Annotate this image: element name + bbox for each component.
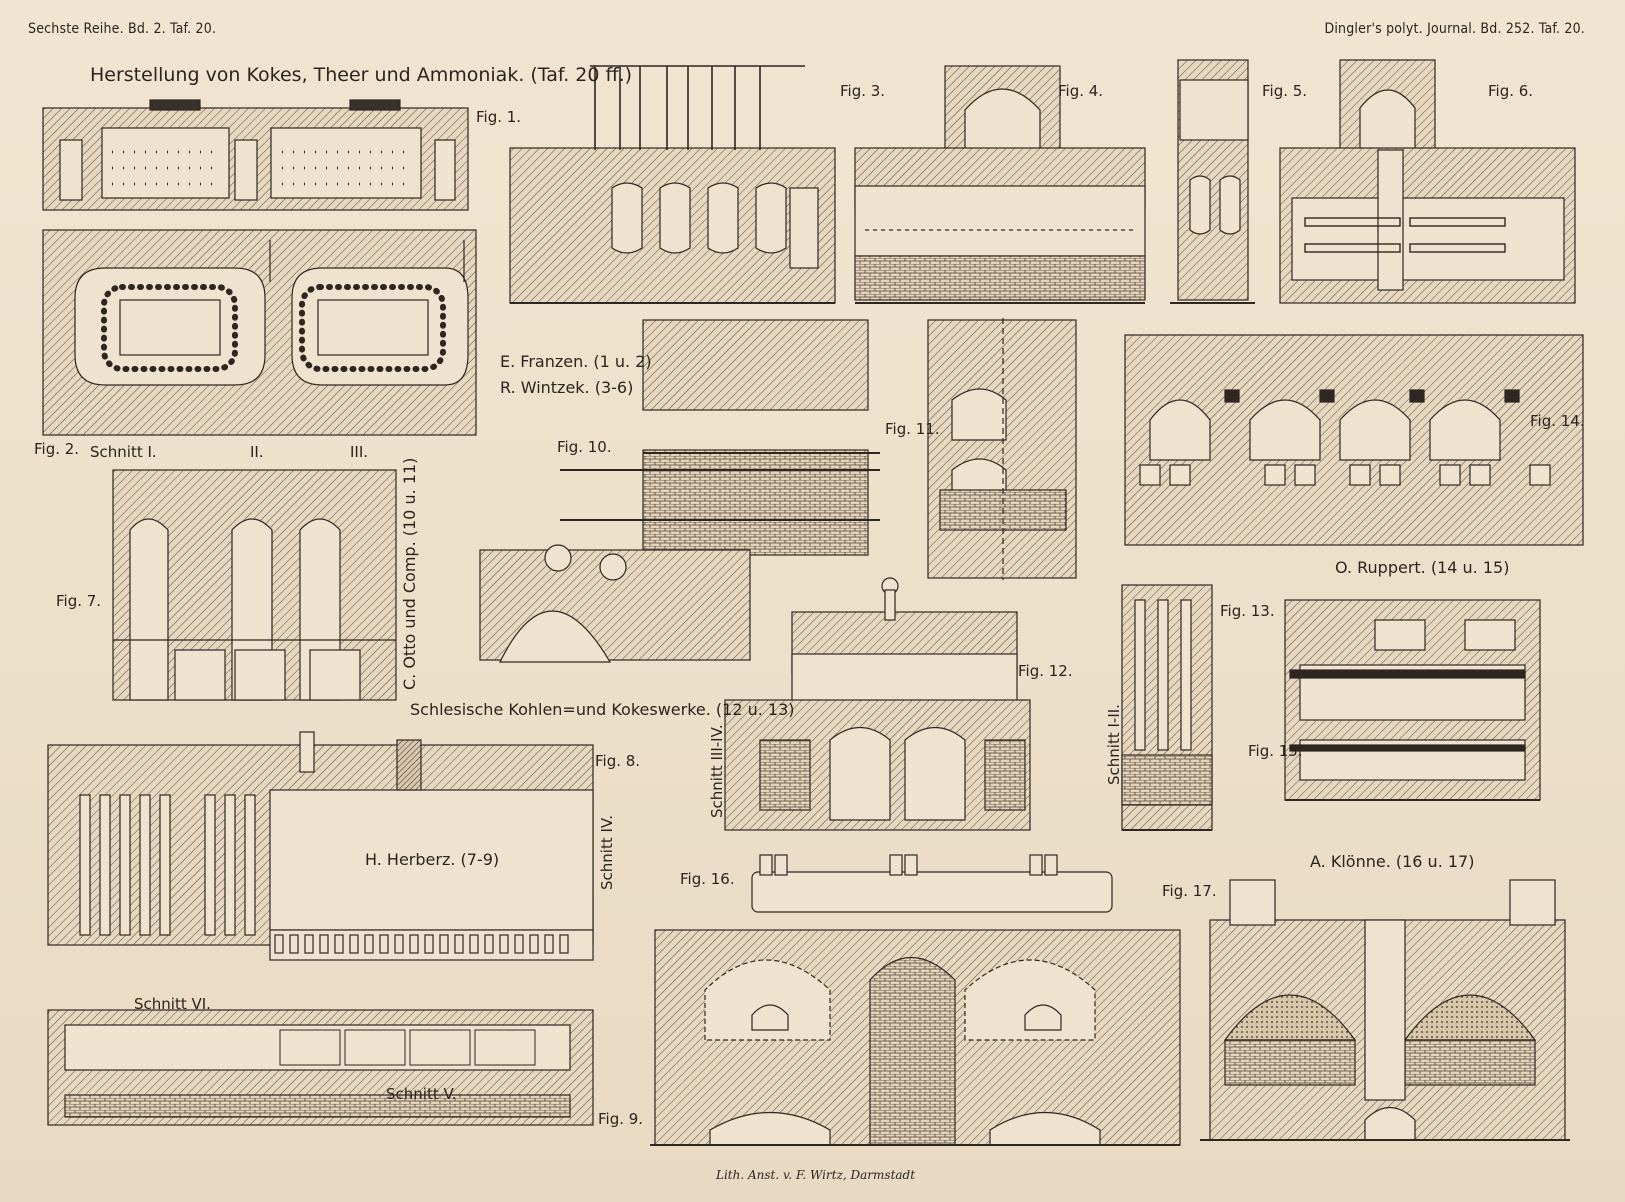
schnitt-6-label: Schnitt VI. <box>134 995 211 1013</box>
schnitt-4-label: Schnitt IV. <box>598 815 616 890</box>
author-herberz: H. Herberz. (7-9) <box>365 850 500 869</box>
fig5-drawing <box>1170 59 1255 304</box>
fig-13-label: Fig. 13. <box>1220 602 1275 620</box>
fig-7-label: Fig. 7. <box>56 592 102 610</box>
fig15-drawing <box>1284 599 1541 801</box>
fig-12-label: Fig. 12. <box>1018 662 1073 680</box>
fig-1-label: Fig. 1. <box>476 108 522 126</box>
fig-10-label: Fig. 10. <box>557 438 612 456</box>
fig-14-label: Fig. 14. <box>1530 412 1585 430</box>
lithographer-credit: Lith. Anst. v. F. Wirtz, Darmstadt <box>716 1168 916 1182</box>
schnitt-1-label: Schnitt I. <box>90 443 157 461</box>
fig17-drawing <box>1200 879 1570 1141</box>
fig7-drawing <box>112 469 397 701</box>
fig1-drawing <box>42 99 469 211</box>
fig6-drawing <box>1279 59 1576 304</box>
fig8-drawing <box>47 731 594 961</box>
plate-series-header: Sechste Reihe. Bd. 2. Taf. 20. <box>28 21 217 37</box>
fig-11-label: Fig. 11. <box>885 420 940 438</box>
fig14-drawing <box>1124 334 1584 546</box>
page-title: Herstellung von Kokes, Theer und Ammonia… <box>90 64 633 86</box>
fig4-drawing <box>854 65 1146 304</box>
author-ruppert: O. Ruppert. (14 u. 15) <box>1335 558 1510 577</box>
author-klonne: A. Klönne. (16 u. 17) <box>1310 852 1475 871</box>
journal-header: Dingler's polyt. Journal. Bd. 252. Taf. … <box>1324 21 1585 37</box>
schnitt-3-4-label: Schnitt III-IV. <box>708 724 726 818</box>
fig3-drawing <box>509 65 836 304</box>
fig16-drawing <box>650 854 1181 1146</box>
fig-17-label: Fig. 17. <box>1162 882 1217 900</box>
fig-16-label: Fig. 16. <box>680 870 735 888</box>
schnitt-1-2-label: Schnitt I-II. <box>1105 704 1123 785</box>
fig-5-label: Fig. 5. <box>1262 82 1308 100</box>
author-wintzek: R. Wintzek. (3-6) <box>500 378 634 397</box>
fig-2-label: Fig. 2. <box>34 440 80 458</box>
fig-9-label: Fig. 9. <box>598 1110 644 1128</box>
fig13-drawing <box>1121 584 1213 831</box>
fig11-drawing <box>927 318 1077 580</box>
schnitt-2-label: II. <box>250 443 264 461</box>
author-schlesische: Schlesische Kohlen=und Kokeswerke. (12 u… <box>410 700 795 719</box>
author-otto: C. Otto und Comp. (10 u. 11) <box>400 457 419 690</box>
schnitt-5-label: Schnitt V. <box>386 1085 457 1103</box>
fig-4-label: Fig. 4. <box>1058 82 1104 100</box>
fig-3-label: Fig. 3. <box>840 82 886 100</box>
fig2-drawing <box>42 229 477 436</box>
fig-6-label: Fig. 6. <box>1488 82 1534 100</box>
schnitt-3-label: III. <box>350 443 369 461</box>
fig10-drawing <box>479 319 880 663</box>
fig-15-label: Fig. 15. <box>1248 742 1303 760</box>
fig12-drawing <box>724 577 1031 831</box>
fig-8-label: Fig. 8. <box>595 752 641 770</box>
author-franzen: E. Franzen. (1 u. 2) <box>500 352 652 371</box>
fig9-drawing <box>47 1009 594 1126</box>
